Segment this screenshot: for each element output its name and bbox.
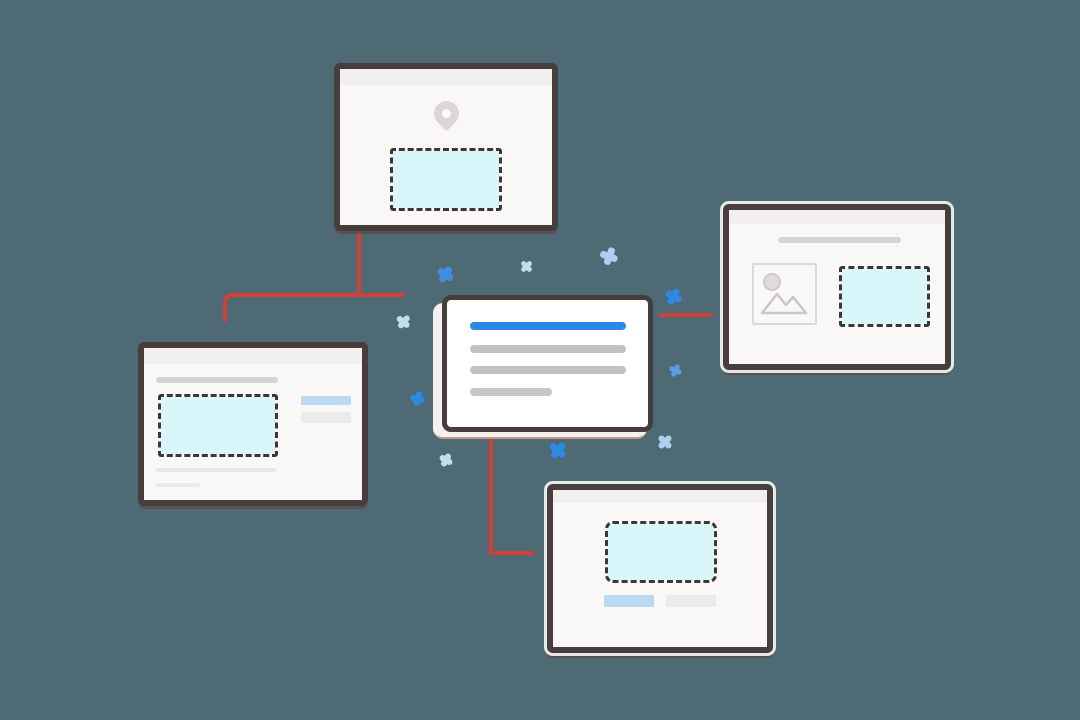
image-placeholder-icon [752,263,817,325]
ad-placeholder [839,266,930,327]
image-glyph [760,273,808,315]
button-gray-bar [666,595,716,607]
connector-branch-article [223,293,405,322]
media-window-toolbar [729,210,945,224]
banner-window-toolbar [553,490,767,503]
text-line [156,483,200,487]
ad-text-bar-short [470,388,552,396]
text-line [156,468,276,472]
article-window-toolbar [144,348,362,364]
map-window-toolbar [340,69,552,85]
ad-text-bar [470,366,626,374]
ad-placeholder [390,148,502,211]
location-pin-icon [428,95,465,132]
article-window [138,342,368,506]
connector-ad-banner [489,437,534,555]
banner-window [547,484,773,653]
media-window [723,204,951,370]
media-title-bar [778,237,901,243]
sparkle-icon [408,389,426,407]
button-blue-bar [604,595,654,607]
ad-placeholder [158,394,278,457]
ad-card [442,295,653,432]
map-window [334,63,558,231]
ad-headline-bar [470,322,626,330]
article-title-bar [156,377,278,383]
sidebar-blue-bar [301,396,351,405]
ad-placeholder [605,521,717,583]
sidebar-gray-bar [301,412,351,423]
ad-text-bar [470,345,626,353]
